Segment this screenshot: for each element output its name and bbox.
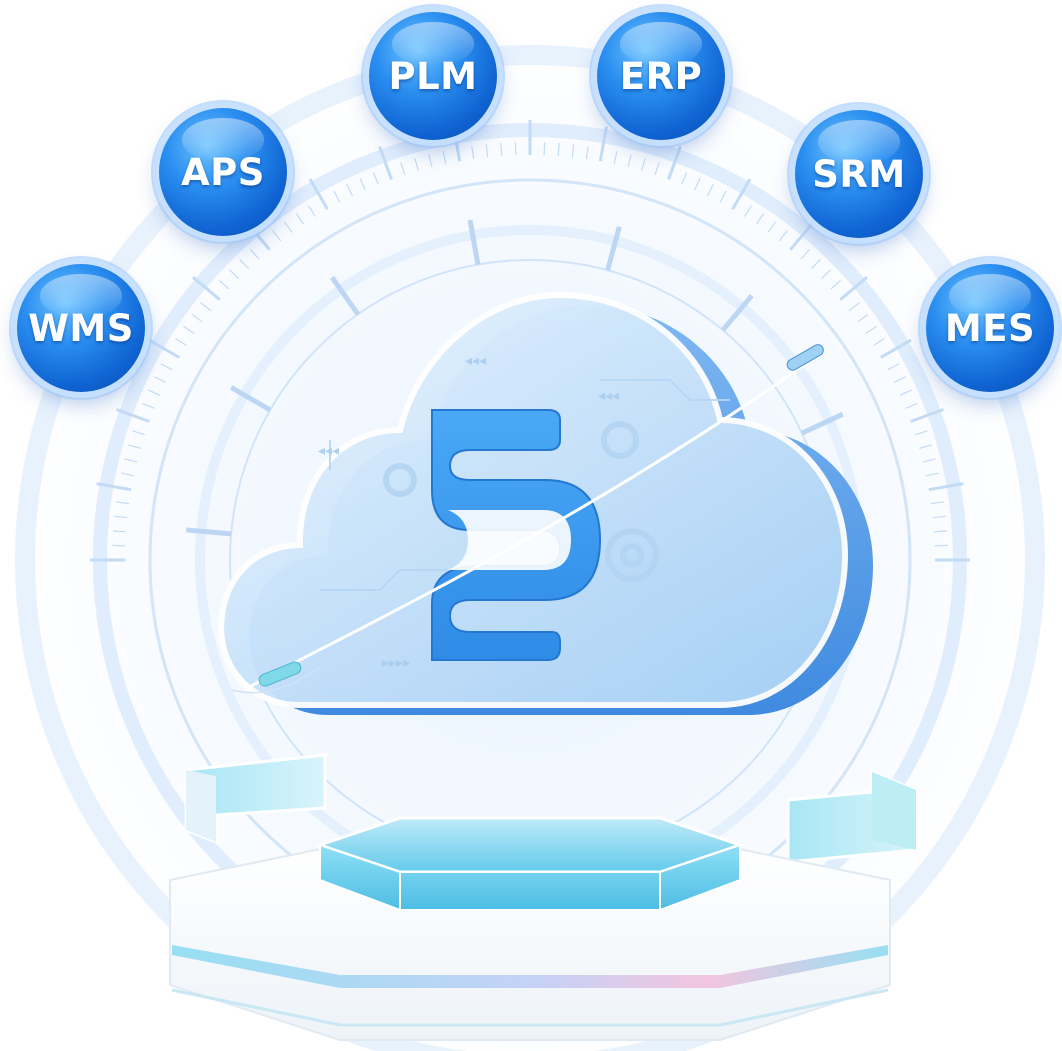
node-plm[interactable]: PLM [369, 12, 497, 140]
dial-ticks [90, 120, 970, 562]
platform-side-panels [184, 753, 918, 864]
node-aps[interactable]: APS [159, 108, 287, 236]
svg-text:◂◂◂: ◂◂◂ [465, 353, 486, 369]
hexagon-platform-icon [169, 816, 891, 1041]
node-srm[interactable]: SRM [795, 110, 923, 238]
node-wms[interactable]: WMS [17, 264, 145, 392]
node-erp[interactable]: ERP [597, 12, 725, 140]
svg-text:▸▸▸▸: ▸▸▸▸ [382, 655, 410, 671]
node-mes[interactable]: MES [926, 264, 1054, 392]
connector-wire [231, 344, 824, 694]
svg-text:◂◂◂: ◂◂◂ [598, 388, 619, 404]
svg-text:◂◂◂: ◂◂◂ [318, 443, 339, 459]
gear-icon [383, 421, 659, 582]
